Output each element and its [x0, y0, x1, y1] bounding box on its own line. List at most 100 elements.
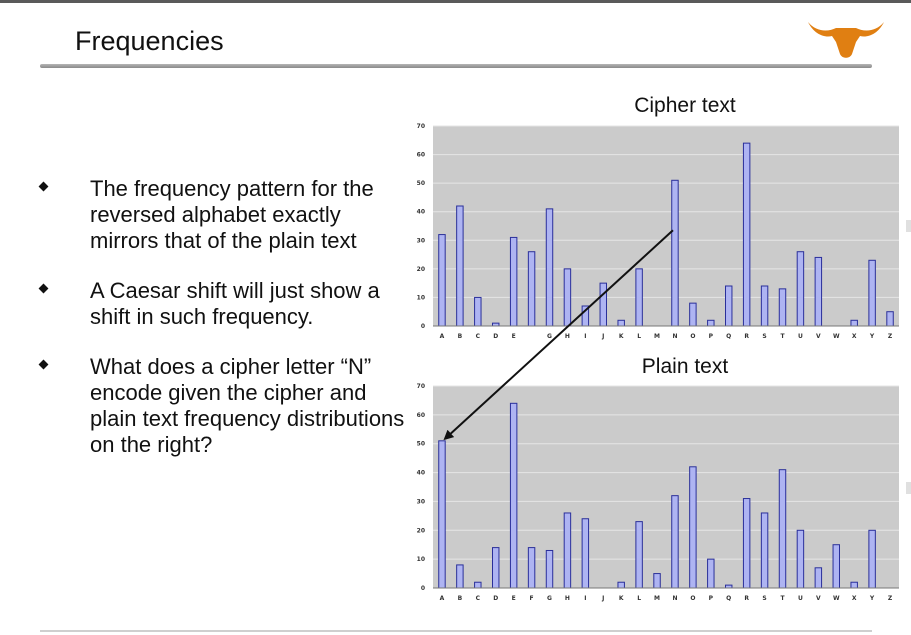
x-tick-label: U [798, 595, 803, 602]
bar-T [778, 288, 787, 327]
x-tick-label: P [709, 595, 714, 602]
x-tick-label: T [780, 333, 785, 340]
top-bar [0, 0, 911, 3]
x-tick-label: M [654, 333, 660, 340]
plain-chart-title: Plain text [641, 355, 729, 378]
x-tick-label: R [744, 333, 749, 340]
bar-W [832, 544, 840, 589]
bar-M [653, 573, 661, 589]
slide-title: Frequencies [75, 26, 224, 56]
x-tick-label: Q [726, 595, 731, 602]
x-tick-label: R [744, 595, 749, 602]
bar-J [599, 282, 607, 327]
bar-P [707, 558, 715, 589]
bar-R [742, 142, 751, 327]
bar-V [814, 256, 823, 327]
x-tick-label: C [476, 595, 481, 602]
bullet-item: The frequency pattern for the reversed a… [30, 176, 410, 254]
y-tick-label: 70 [417, 383, 425, 390]
x-tick-label: T [780, 595, 785, 602]
bullet-dot-icon [38, 359, 49, 370]
x-tick-label: F [530, 595, 534, 602]
bar-V [814, 567, 823, 589]
plot-area [433, 126, 899, 326]
x-tick-label: D [493, 595, 498, 602]
x-tick-label: B [458, 595, 463, 602]
bar-O [689, 466, 697, 589]
bar-B [456, 564, 464, 589]
x-tick-label: N [672, 595, 677, 602]
x-tick-label: H [565, 595, 570, 602]
bullet-text: What does a cipher letter “N” encode giv… [90, 354, 405, 457]
y-tick-label: 60 [417, 152, 425, 159]
scroll-edge [906, 220, 911, 232]
bar-U [796, 251, 805, 327]
bottom-divider [40, 630, 872, 632]
x-tick-label: G [547, 333, 552, 340]
x-tick-label: O [690, 333, 695, 340]
bar-T [778, 469, 787, 589]
x-tick-label: D [493, 333, 498, 340]
bar-A [438, 234, 446, 327]
y-tick-label: 20 [417, 266, 425, 273]
x-tick-label: N [672, 333, 677, 340]
bar-Y [868, 529, 876, 589]
longhorn-logo-icon [808, 22, 884, 58]
x-tick-label: E [512, 333, 516, 340]
bar-H [563, 268, 572, 327]
bar-X [850, 319, 858, 327]
bar-I [581, 305, 590, 327]
bar-G [545, 208, 554, 327]
y-tick-label: 10 [417, 556, 425, 563]
y-tick-label: 40 [417, 470, 425, 477]
y-tick-label: 20 [417, 527, 425, 534]
x-tick-label: S [762, 333, 766, 340]
bar-C [474, 296, 482, 327]
bar-B [456, 205, 464, 327]
bar-Q [725, 285, 733, 327]
x-tick-label: A [440, 595, 445, 602]
bullet-item: What does a cipher letter “N” encode giv… [30, 354, 410, 458]
x-tick-label: Q [726, 333, 731, 340]
bullet-text: A Caesar shift will just show a shift in… [90, 278, 380, 329]
x-tick-label: Y [869, 595, 875, 602]
bar-E [509, 236, 518, 327]
x-tick-label: V [816, 333, 821, 340]
x-tick-label: A [440, 333, 445, 340]
bar-L [635, 268, 643, 327]
y-tick-label: 70 [417, 123, 425, 130]
bar-Y [868, 259, 876, 327]
bar-F [527, 547, 536, 589]
x-tick-label: I [584, 333, 586, 340]
x-tick-label: X [852, 333, 857, 340]
x-tick-label: J [601, 333, 604, 340]
bar-H [563, 512, 572, 589]
bullet-item: A Caesar shift will just show a shift in… [30, 278, 410, 330]
x-tick-label: I [584, 595, 586, 602]
x-tick-label: Z [888, 333, 893, 340]
x-tick-label: Z [888, 595, 893, 602]
x-tick-label: W [833, 333, 840, 340]
x-tick-label: L [637, 333, 641, 340]
bar-L [635, 521, 643, 589]
bar-G [545, 549, 554, 589]
x-tick-label: L [637, 595, 641, 602]
bar-K [617, 581, 625, 589]
bar-P [707, 319, 715, 327]
bar-R [742, 498, 751, 589]
bullet-text: The frequency pattern for the reversed a… [90, 176, 374, 253]
bar-D [492, 547, 500, 589]
bar-O [689, 302, 697, 327]
x-tick-label: U [798, 333, 803, 340]
x-tick-label: Y [869, 333, 875, 340]
y-tick-label: 10 [417, 294, 425, 301]
x-tick-label: V [816, 595, 821, 602]
x-tick-label: E [512, 595, 516, 602]
title-divider [40, 64, 872, 68]
y-tick-label: 40 [417, 209, 425, 216]
x-tick-label: K [619, 333, 624, 340]
x-tick-label: G [547, 595, 552, 602]
bar-F [527, 251, 536, 327]
